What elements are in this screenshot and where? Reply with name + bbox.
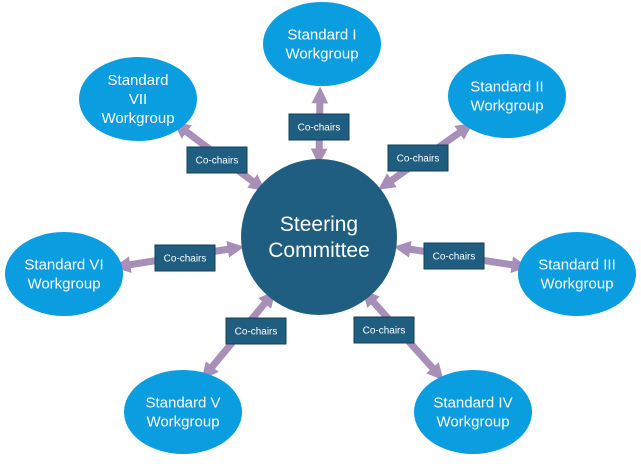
co-chairs-label-standard-iv: Co-chairs [353, 316, 415, 344]
co-chairs-text: Co-chairs [164, 254, 207, 265]
workgroup-label-line: Standard V [145, 395, 220, 412]
co-chairs-text: Co-chairs [397, 154, 440, 165]
workgroup-label-line: Workgroup [101, 110, 174, 127]
workgroup-node-standard-ii: Standard II Workgroup [448, 54, 566, 138]
co-chairs-box [353, 316, 415, 344]
workgroup-label-line: Standard III [538, 257, 616, 274]
co-chairs-label-standard-v: Co-chairs [225, 317, 287, 345]
co-chairs-label-standard-ii: Co-chairs [387, 144, 449, 172]
co-chairs-text: Co-chairs [363, 326, 406, 337]
workgroup-circle [5, 232, 123, 316]
co-chairs-box [423, 242, 485, 270]
co-chairs-box [186, 146, 248, 174]
workgroup-node-standard-v: Standard V Workgroup [124, 370, 242, 454]
co-chairs-label-standard-i: Co-chairs [288, 113, 350, 141]
steering-committee-circle [241, 159, 397, 315]
workgroup-label-line: Workgroup [470, 98, 543, 115]
co-chairs-box [154, 244, 216, 272]
steering-committee-label-line: Steering [280, 213, 358, 236]
workgroup-label-line: Standard [108, 72, 169, 89]
workgroup-node-standard-iii: Standard III Workgroup [518, 232, 636, 316]
workgroup-circle [79, 57, 197, 141]
workgroup-label-line: Standard VI [24, 257, 103, 274]
workgroup-label-line: Standard IV [433, 395, 512, 412]
co-chairs-text: Co-chairs [298, 123, 341, 134]
workgroup-circle [263, 2, 381, 86]
workgroup-label-line: Standard I [287, 27, 356, 44]
co-chairs-label-standard-iii: Co-chairs [423, 242, 485, 270]
workgroup-node-standard-vi: Standard VI Workgroup [5, 232, 123, 316]
workgroup-label-line: Standard II [470, 79, 543, 96]
co-chairs-label-standard-vi: Co-chairs [154, 244, 216, 272]
workgroup-node-standard-iv: Standard IV Workgroup [414, 370, 532, 454]
co-chairs-box [387, 144, 449, 172]
workgroup-circle [414, 370, 532, 454]
workgroup-circle [124, 370, 242, 454]
workgroup-label-line: Workgroup [436, 414, 509, 431]
co-chairs-text: Co-chairs [196, 156, 239, 167]
steering-committee-label-line: Committee [268, 239, 370, 262]
workgroup-label-line: Workgroup [27, 276, 100, 293]
workgroup-circle [448, 54, 566, 138]
workgroup-label-line: Workgroup [285, 46, 358, 63]
workgroup-circle [518, 232, 636, 316]
workgroup-label-line: Workgroup [146, 414, 219, 431]
co-chairs-box [225, 317, 287, 345]
workgroup-node-standard-i: Standard I Workgroup [263, 2, 381, 86]
co-chairs-label-standard-vii: Co-chairs [186, 146, 248, 174]
co-chairs-box [288, 113, 350, 141]
co-chairs-text: Co-chairs [433, 252, 476, 263]
co-chairs-text: Co-chairs [235, 327, 278, 338]
workgroup-label-line: Workgroup [540, 276, 613, 293]
labels-layer: Co-chairsCo-chairsCo-chairsCo-chairsCo-c… [154, 113, 485, 345]
workgroup-label-line: VII [129, 91, 147, 108]
